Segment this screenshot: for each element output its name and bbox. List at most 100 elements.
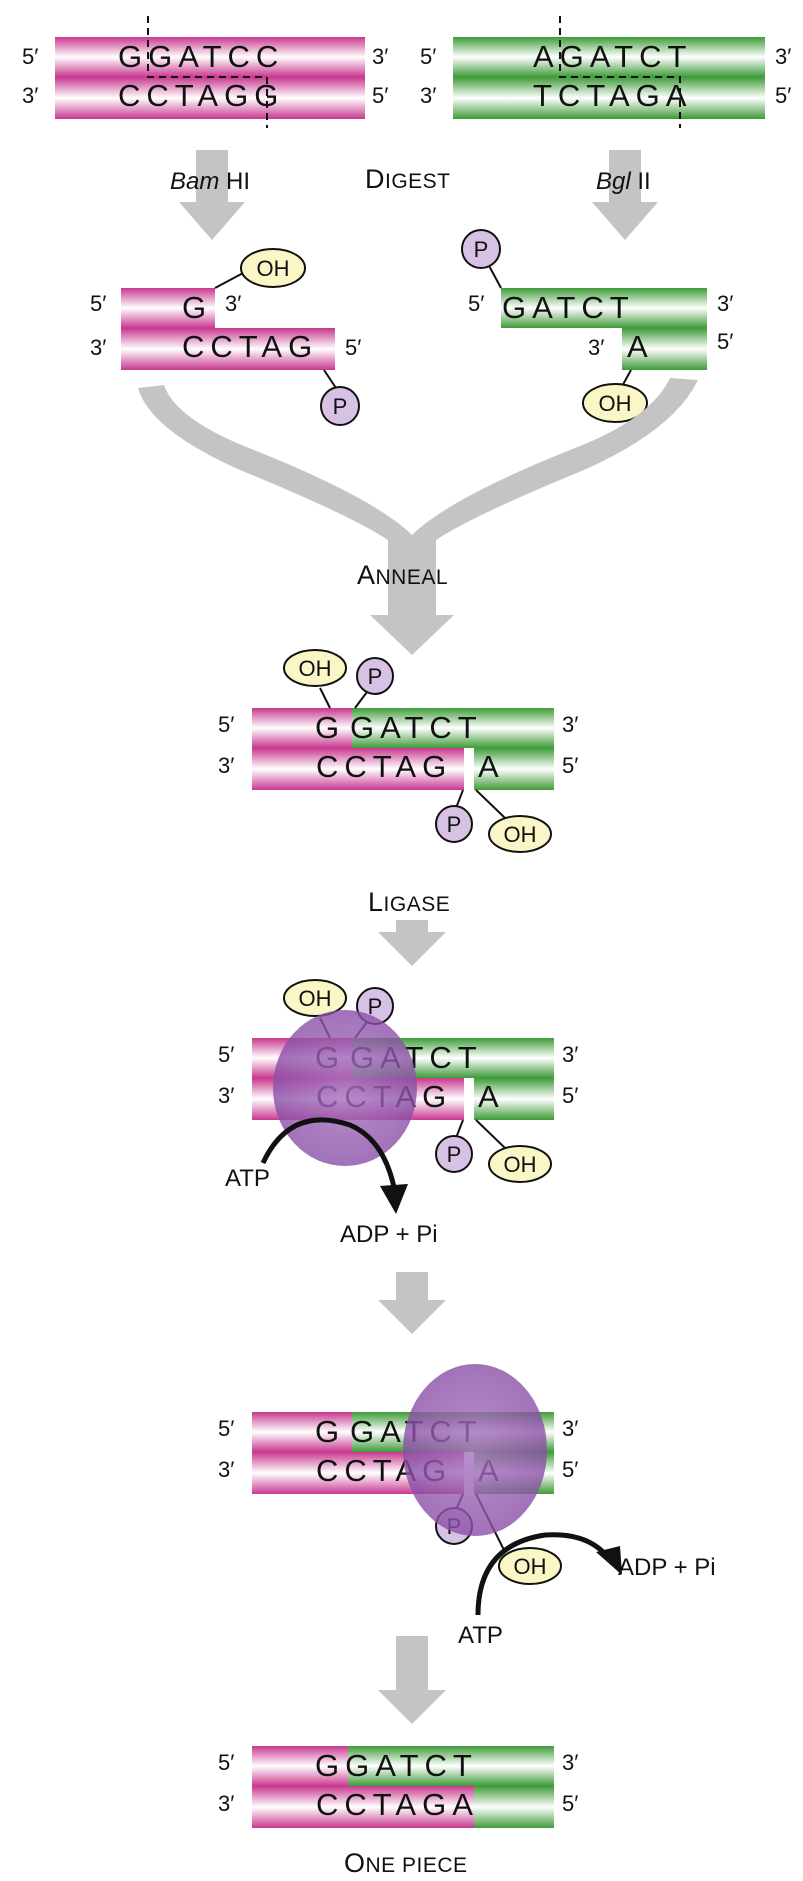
bglii-site: AGATCT TCTAGA 5′ 3′ 3′ 5′ (420, 16, 791, 128)
left-frag-5prime: 5′ (90, 291, 106, 316)
products-label: ADP + Pi (340, 1221, 438, 1248)
svg-text:OH: OH (257, 256, 290, 281)
left-frag-bottom-seq: CCTAG (182, 329, 318, 364)
phosphate-icon: P (435, 805, 473, 843)
oh-group-icon: OH (283, 649, 347, 687)
svg-text:A: A (478, 1079, 505, 1114)
svg-text:G: G (315, 1414, 345, 1449)
digest-label: DIGEST (365, 164, 451, 194)
svg-text:OH: OH (504, 1152, 537, 1177)
svg-text:3′: 3′ (218, 753, 234, 778)
bamhi-strand-top (55, 37, 365, 77)
left-frag-bottom (121, 328, 335, 370)
digest-arrow-right (592, 150, 658, 240)
bamhi-strand-bottom (55, 77, 365, 119)
enzyme-bglii-label: Bgl II (596, 168, 651, 195)
bglii-bottom-seq: TCTAGA (533, 78, 692, 113)
left-frag-top (121, 288, 215, 328)
svg-text:P: P (368, 994, 383, 1019)
final-label: ONE PIECE (344, 1848, 468, 1878)
bamhi-site: GGATCC CCTAGG 5′ 3′ 3′ 5′ (22, 16, 388, 128)
bglii-strand-top (453, 37, 765, 77)
bamhi-bottom-3prime: 3′ (22, 83, 38, 108)
svg-text:5′: 5′ (218, 1042, 234, 1067)
right-frag-top-seq: GATCT (502, 290, 635, 325)
final-duplex: GGATCT CCTAGA 5′ 3′ 3′ 5′ (218, 1746, 578, 1828)
step-arrow-1 (378, 1272, 446, 1334)
step-arrow-2 (378, 1636, 446, 1724)
right-frag-top (501, 288, 707, 328)
svg-text:5′: 5′ (218, 712, 234, 737)
atp-arrow-icon (260, 1117, 398, 1193)
bamhi-cut-line (147, 16, 268, 128)
bglii-strand-bottom (453, 77, 765, 119)
oh-group-icon: OH (283, 979, 347, 1017)
bamhi-bottom-seq: CCTAGG (118, 78, 284, 113)
annealed-duplex: G GATCT CCTAG A 5′ 3′ 3′ 5′ OH P P OH (218, 649, 578, 853)
enzyme-bamhi-label: Bam HI (170, 168, 250, 195)
annealed-bottom-right: A (478, 749, 505, 784)
svg-text:OH: OH (599, 391, 632, 416)
svg-text:OH: OH (299, 986, 332, 1011)
svg-text:P: P (474, 237, 489, 262)
ligase-label-rest: IGASE (384, 893, 451, 916)
bglii-bottom-3prime: 3′ (420, 83, 436, 108)
phosphate-icon: P (356, 657, 394, 695)
svg-text:P: P (447, 1142, 462, 1167)
anneal-label: ANNEAL (357, 560, 448, 590)
annealed-top-right: GATCT (350, 710, 483, 745)
digest-arrow-left (179, 150, 245, 240)
ligase-sealing-step: G GATCT CCTAG A 5′ 3′ 3′ 5′ P OH ATP ADP… (218, 1364, 716, 1649)
bamhi-top-seq: GGATCC (118, 39, 284, 74)
svg-text:5′: 5′ (562, 1083, 578, 1108)
svg-text:P: P (368, 664, 383, 689)
svg-text:3′: 3′ (218, 1791, 234, 1816)
oh-group-icon: OH (488, 1145, 552, 1183)
atp-arrow-icon (475, 1532, 613, 1616)
bglii-fragment: GATCT A 5′ 3′ 3′ 5′ P OH (461, 229, 733, 423)
atp-label: ATP (458, 1622, 503, 1649)
bglii-bottom-5prime: 5′ (775, 83, 791, 108)
final-label-initial: O (344, 1848, 366, 1878)
digest-label-rest: IGEST (385, 170, 451, 193)
bglii-top-5prime: 5′ (420, 44, 436, 69)
right-frag-3prime-inner: 3′ (588, 335, 604, 360)
svg-text:5′: 5′ (562, 753, 578, 778)
left-frag-top-3prime: 3′ (225, 291, 241, 316)
ligase-enzyme-icon (403, 1364, 547, 1536)
products-label: ADP + Pi (618, 1554, 716, 1581)
bamhi-bottom-5prime: 5′ (372, 83, 388, 108)
right-frag-5prime: 5′ (468, 291, 484, 316)
svg-text:3′: 3′ (218, 1457, 234, 1482)
left-frag-bottom-5prime: 5′ (345, 335, 361, 360)
svg-text:3′: 3′ (562, 1042, 578, 1067)
ligase-arrow (378, 920, 446, 966)
oh-group-icon: OH (498, 1547, 562, 1585)
svg-text:5′: 5′ (562, 1457, 578, 1482)
svg-text:3′: 3′ (562, 1750, 578, 1775)
bamhi-top-3prime: 3′ (372, 44, 388, 69)
anneal-funnel-arrow (138, 378, 698, 655)
svg-text:5′: 5′ (218, 1750, 234, 1775)
phosphate-icon: P (320, 386, 360, 426)
svg-text:5′: 5′ (218, 1416, 234, 1441)
digest-label-initial: D (365, 164, 385, 194)
ligase-enzyme-icon (273, 1010, 417, 1166)
oh-group-icon: OH (488, 815, 552, 853)
svg-text:3′: 3′ (218, 1083, 234, 1108)
atp-label: ATP (225, 1165, 270, 1192)
bglii-top-seq: AGATCT (533, 39, 692, 74)
svg-text:OH: OH (514, 1554, 547, 1579)
svg-text:OH: OH (299, 656, 332, 681)
left-frag-3prime: 3′ (90, 335, 106, 360)
phosphate-icon: P (461, 229, 501, 269)
right-frag-bottom (622, 328, 707, 370)
bamhi-fragment: G CCTAG 5′ 3′ 3′ 5′ OH P (90, 248, 361, 426)
bamhi-top-5prime: 5′ (22, 44, 38, 69)
final-label-rest: NE PIECE (366, 1854, 468, 1877)
svg-text:P: P (447, 812, 462, 837)
svg-text:5′: 5′ (562, 1791, 578, 1816)
left-frag-top-seq: G (182, 290, 212, 325)
annealed-top-left: G (315, 710, 345, 745)
bglii-top-3prime: 3′ (775, 44, 791, 69)
